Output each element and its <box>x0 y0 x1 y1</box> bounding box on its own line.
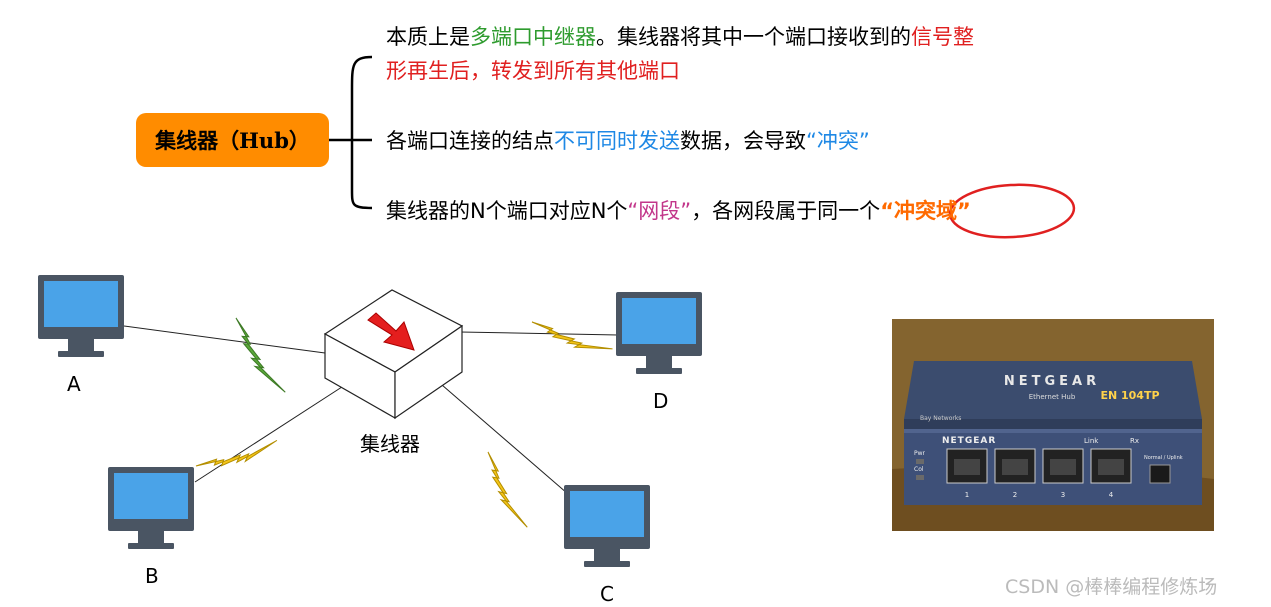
computer-a-icon <box>38 275 124 357</box>
watermark: CSDN @棒棒编程修炼场 <box>1005 572 1217 599</box>
hub-label: 集线器 <box>360 428 420 457</box>
netgear-hub-photo: NETGEAR Ethernet Hub EN 104TP Bay Networ… <box>892 319 1214 531</box>
computer-d-label: D <box>653 389 668 413</box>
photo-link-label: Link <box>1084 437 1099 445</box>
signal-bolt-yellow-d-icon <box>532 303 613 368</box>
photo-port-4: 4 <box>1109 491 1114 499</box>
computer-b-label: B <box>145 564 159 588</box>
signal-bolt-yellow-b-icon <box>196 411 277 496</box>
computer-c-label: C <box>600 582 614 606</box>
photo-subtitle: Ethernet Hub <box>1029 393 1076 401</box>
computer-a-label: A <box>67 372 81 396</box>
computer-c-icon <box>564 485 650 567</box>
photo-maker: Bay Networks <box>920 415 961 422</box>
photo-brand-front: NETGEAR <box>942 436 996 446</box>
photo-port-1: 1 <box>965 491 969 499</box>
photo-port-3: 3 <box>1061 491 1065 499</box>
photo-uplink-label: Normal / Uplink <box>1144 455 1183 461</box>
photo-port-2: 2 <box>1013 491 1017 499</box>
photo-pwr-label: Pwr <box>914 450 926 457</box>
computer-d-icon <box>616 292 702 374</box>
photo-model: EN 104TP <box>1100 389 1159 402</box>
hub-device-icon <box>325 290 462 418</box>
computer-b-icon <box>108 467 194 549</box>
signal-bolt-green-icon <box>217 318 304 392</box>
photo-rx-label: Rx <box>1130 437 1139 445</box>
signal-bolt-yellow-c-icon <box>465 452 549 527</box>
photo-brand-top: NETGEAR <box>1004 374 1100 389</box>
photo-col-label: Col <box>914 466 924 473</box>
